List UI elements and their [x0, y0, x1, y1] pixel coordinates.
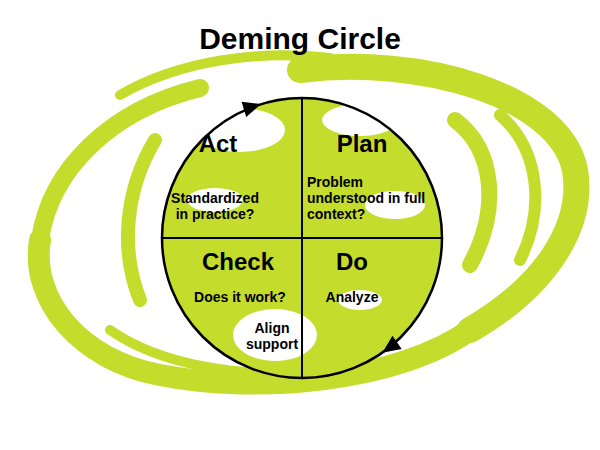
swirl-arm — [128, 140, 155, 300]
swirl-arm — [120, 55, 330, 95]
quadrant-body: Standardized in practice? — [163, 190, 267, 222]
quadrant-heading: Plan — [317, 130, 407, 158]
diagram-title: Deming Circle — [0, 22, 600, 56]
quadrant-body: Problem understood in full context? — [307, 174, 433, 222]
quadrant-heading: Act — [173, 130, 263, 158]
quadrant-divider — [162, 237, 442, 239]
swirl-arm — [455, 120, 489, 265]
cycle-quadrant: ActStandardized in practice? — [162, 98, 302, 238]
cycle-arrowhead — [378, 336, 402, 359]
circle-fill — [162, 98, 442, 378]
cycle-quadrant: CheckDoes it work? Align support — [162, 238, 302, 378]
quadrant-note: Align support — [240, 320, 304, 352]
swirl-arm — [500, 115, 535, 260]
cycle-quadrant: PlanProblem understood in full context? — [302, 98, 442, 238]
swirl-arm — [300, 67, 576, 330]
cycle-circle — [162, 98, 442, 378]
cycle-quadrant: DoAnalyze — [302, 238, 442, 378]
quadrant-heading: Check — [188, 248, 288, 276]
patch — [233, 309, 317, 361]
quadrant-body: Analyze — [312, 289, 392, 305]
cycle-arrowhead — [242, 96, 264, 117]
quadrant-heading: Do — [312, 248, 392, 276]
quadrant-body: Does it work? — [184, 289, 296, 305]
swirl-strokes — [39, 55, 577, 383]
